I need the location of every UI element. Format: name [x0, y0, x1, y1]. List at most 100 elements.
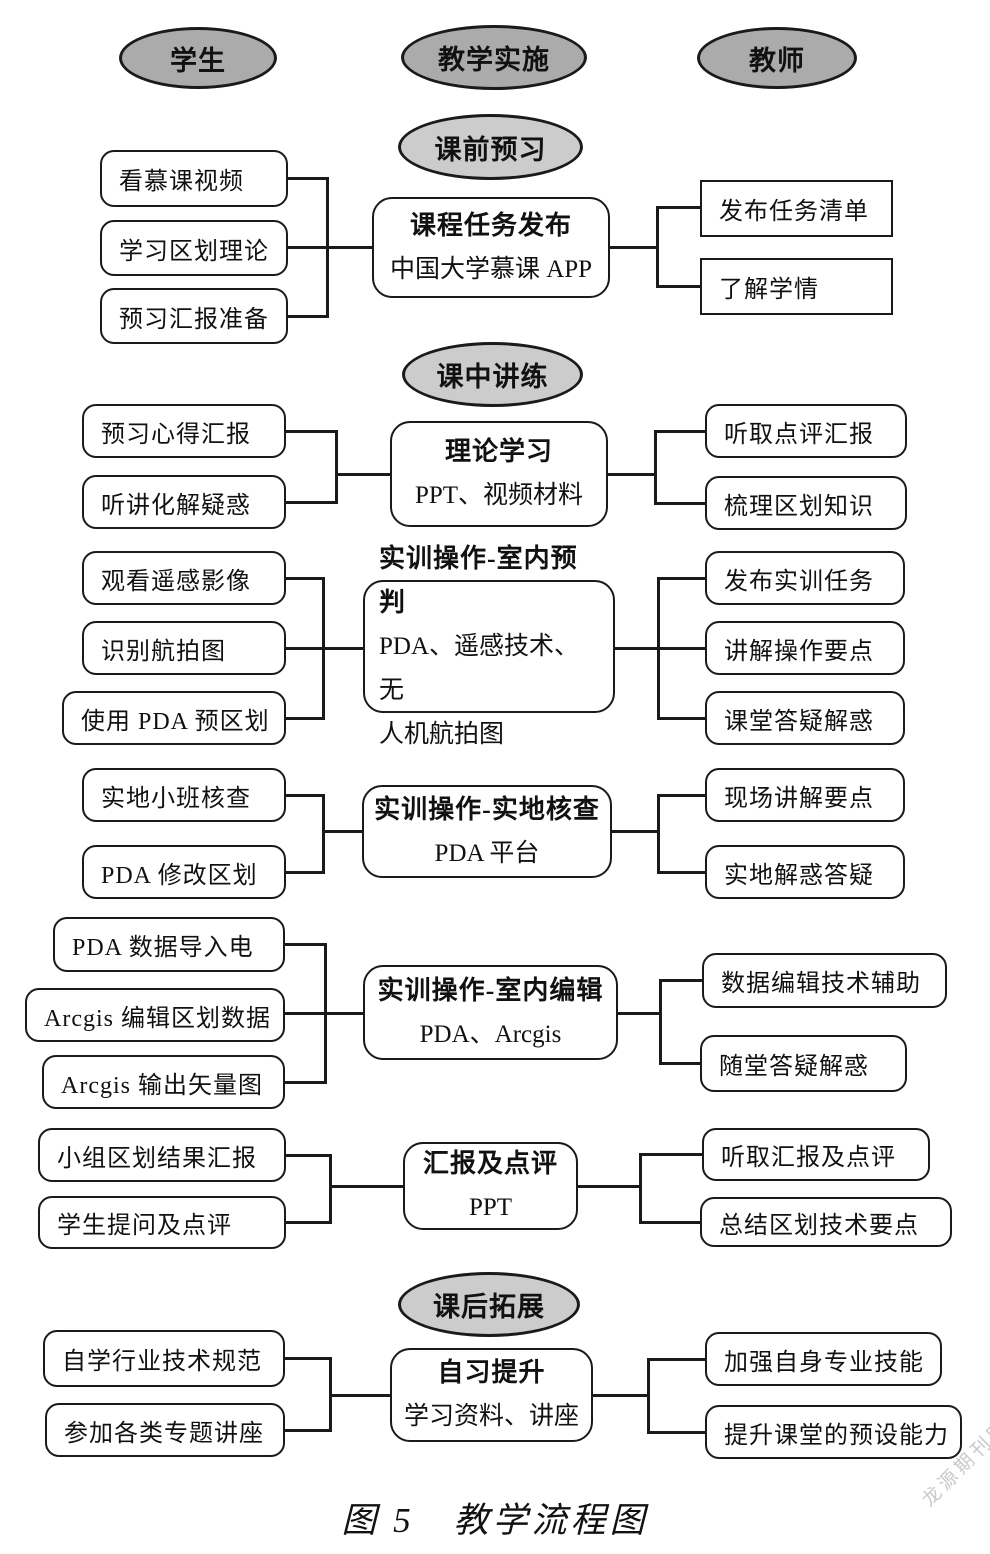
- connector: [329, 1394, 390, 1397]
- connector: [618, 1012, 662, 1015]
- connector: [657, 794, 660, 874]
- connector: [657, 717, 705, 720]
- connector: [286, 871, 325, 874]
- connector: [324, 943, 327, 1084]
- connector: [612, 830, 660, 833]
- student-box: 学习区划理论: [100, 220, 288, 276]
- process-box: 自习提升 学习资料、讲座: [390, 1348, 593, 1442]
- connector: [285, 943, 327, 946]
- connector: [657, 577, 660, 720]
- student-box: 预习汇报准备: [100, 288, 288, 344]
- student-box: 预习心得汇报: [82, 404, 286, 458]
- process-title: 课程任务发布: [409, 210, 572, 240]
- process-box: 课程任务发布 中国大学慕课 APP: [372, 197, 610, 298]
- column-ellipse-process: 教学实施: [401, 25, 587, 90]
- connector: [322, 577, 325, 720]
- process-title: 汇报及点评: [422, 1149, 558, 1178]
- connector: [322, 794, 325, 874]
- teacher-box: 数据编辑技术辅助: [702, 953, 947, 1008]
- stage-ellipse-pre-class: 课前预习: [398, 114, 583, 180]
- process-box: 实训操作-室内编辑 PDA、Arcgis: [363, 965, 618, 1060]
- student-box: 识别航拍图: [82, 621, 286, 675]
- teacher-box: 现场讲解要点: [705, 768, 905, 822]
- connector: [657, 794, 705, 797]
- process-title: 实训操作-室内编辑: [377, 975, 604, 1005]
- connector: [656, 206, 659, 288]
- teacher-box: 梳理区划知识: [705, 476, 907, 530]
- student-box: 看慕课视频: [100, 150, 288, 207]
- connector: [286, 315, 329, 318]
- connector: [286, 717, 325, 720]
- process-box: 汇报及点评 PPT: [403, 1142, 578, 1230]
- process-box: 实训操作-实地核查 PDA 平台: [362, 785, 612, 878]
- connector: [639, 1153, 642, 1224]
- process-subtitle: PPT: [468, 1194, 513, 1221]
- connector: [657, 577, 705, 580]
- teacher-box: 实地解惑答疑: [705, 845, 905, 899]
- connector: [286, 1154, 332, 1157]
- teacher-box: 发布实训任务: [705, 551, 905, 605]
- connector: [659, 979, 662, 1065]
- connector: [285, 1357, 332, 1360]
- process-title: 实训操作-实地核查: [374, 794, 600, 824]
- process-subtitle: PDA、遥感技术、无 人机航拍图: [379, 632, 580, 748]
- teacher-box: 听取汇报及点评: [702, 1128, 930, 1181]
- teacher-box: 随堂答疑解惑: [700, 1035, 907, 1092]
- student-box: 使用 PDA 预区划: [62, 691, 286, 745]
- teacher-box: 提升课堂的预设能力: [705, 1405, 962, 1459]
- connector: [610, 246, 659, 249]
- connector: [657, 871, 705, 874]
- connector: [335, 430, 338, 504]
- connector: [335, 473, 390, 476]
- connector: [654, 430, 657, 505]
- connector: [286, 1221, 332, 1224]
- connector: [647, 1431, 705, 1434]
- process-subtitle: PPT、视频材料: [414, 482, 584, 509]
- process-subtitle: 中国大学慕课 APP: [389, 255, 593, 283]
- connector: [654, 430, 705, 433]
- connector: [286, 501, 338, 504]
- connector: [286, 794, 325, 797]
- connector: [326, 177, 329, 318]
- process-subtitle: 学习资料、讲座: [403, 1403, 579, 1430]
- process-subtitle: PDA、Arcgis: [419, 1020, 562, 1048]
- process-subtitle: PDA 平台: [434, 839, 540, 867]
- student-box: 自学行业技术规范: [43, 1330, 285, 1387]
- connector: [639, 1153, 702, 1156]
- teacher-box: 总结区划技术要点: [700, 1197, 952, 1247]
- process-box: 理论学习 PPT、视频材料: [390, 421, 608, 527]
- teacher-box: 加强自身专业技能: [705, 1332, 942, 1386]
- connector: [578, 1185, 642, 1188]
- connector: [656, 206, 700, 209]
- connector: [615, 647, 705, 650]
- connector: [286, 246, 372, 249]
- process-title: 实训操作-室内预判: [379, 543, 578, 617]
- teacher-box: 讲解操作要点: [705, 621, 905, 675]
- teacher-box: 听取点评汇报: [705, 404, 907, 458]
- stage-ellipse-in-class: 课中讲练: [402, 342, 583, 407]
- student-box: 参加各类专题讲座: [45, 1403, 285, 1457]
- student-box: 实地小班核查: [82, 768, 286, 822]
- connector: [659, 979, 702, 982]
- process-title: 理论学习: [444, 437, 553, 466]
- connector: [286, 177, 329, 180]
- student-box: 小组区划结果汇报: [38, 1128, 286, 1182]
- connector: [329, 1154, 332, 1224]
- connector: [285, 1429, 332, 1432]
- process-title: 自习提升: [437, 1358, 546, 1387]
- teacher-box: 课堂答疑解惑: [705, 691, 905, 745]
- student-box: 观看遥感影像: [82, 551, 286, 605]
- connector: [647, 1358, 705, 1361]
- student-box: PDA 数据导入电: [53, 917, 285, 972]
- student-box: Arcgis 编辑区划数据: [25, 988, 285, 1042]
- student-box: 听讲化解疑惑: [82, 475, 286, 529]
- connector: [329, 1185, 403, 1188]
- process-box: 实训操作-室内预判 PDA、遥感技术、无 人机航拍图: [363, 544, 615, 748]
- connector: [286, 430, 338, 433]
- student-box: Arcgis 输出矢量图: [42, 1055, 285, 1109]
- connector: [608, 473, 657, 476]
- connector: [659, 1062, 702, 1065]
- connector: [647, 1358, 650, 1434]
- connector: [286, 577, 325, 580]
- student-box: PDA 修改区划: [82, 845, 286, 899]
